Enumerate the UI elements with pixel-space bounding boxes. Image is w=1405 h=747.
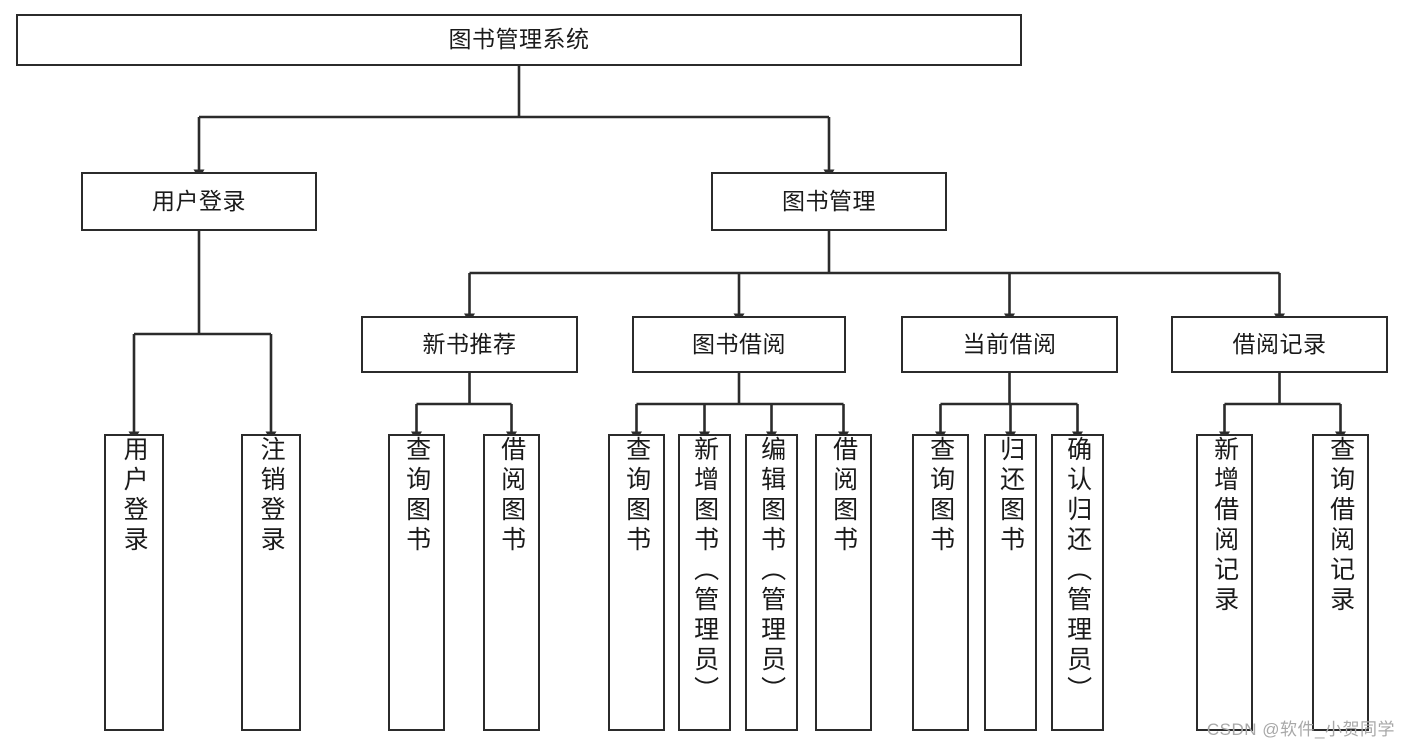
node-leaf-13[interactable]: 查询借阅记录 [1312, 434, 1369, 731]
node-leaf-12[interactable]: 新增借阅记录 [1196, 434, 1253, 731]
node-leaf-9[interactable]: 查询图书 [912, 434, 969, 731]
node-label: 注销登录 [257, 436, 286, 556]
node-leaf-3[interactable]: 查询图书 [388, 434, 445, 731]
node-label: 当前借阅 [962, 330, 1057, 357]
node-leaf-11[interactable]: 确认归还（管理员） [1051, 434, 1104, 731]
node-label: 借阅图书 [497, 436, 526, 556]
watermark-text: CSDN @软件_小贺同学 [1206, 720, 1395, 739]
node-label: 用户登录 [152, 187, 246, 214]
node-label: 编辑图书（管理员） [757, 436, 786, 706]
node-leaf-5[interactable]: 查询图书 [608, 434, 665, 731]
node-root-system[interactable]: 图书管理系统 [16, 14, 1022, 66]
node-leaf-1[interactable]: 用户登录 [104, 434, 164, 731]
node-label: 查询图书 [402, 436, 431, 556]
node-level2-2[interactable]: 图书管理 [711, 172, 947, 231]
node-label: 新增图书（管理员） [690, 436, 719, 706]
node-label: 归还图书 [996, 436, 1025, 556]
node-level2-1[interactable]: 用户登录 [81, 172, 317, 231]
node-label: 借阅记录 [1232, 330, 1327, 357]
node-label: 查询借阅记录 [1326, 436, 1355, 616]
node-leaf-8[interactable]: 借阅图书 [815, 434, 872, 731]
node-label: 确认归还（管理员） [1063, 436, 1092, 706]
node-label: 用户登录 [120, 436, 149, 556]
node-label: 查询图书 [926, 436, 955, 556]
node-label: 图书管理 [782, 187, 876, 214]
node-leaf-4[interactable]: 借阅图书 [483, 434, 540, 731]
node-leaf-6[interactable]: 新增图书（管理员） [678, 434, 731, 731]
node-label: 新增借阅记录 [1210, 436, 1239, 616]
node-leaf-2[interactable]: 注销登录 [241, 434, 301, 731]
node-level3-4[interactable]: 借阅记录 [1171, 316, 1388, 373]
node-label: 借阅图书 [829, 436, 858, 556]
node-level3-3[interactable]: 当前借阅 [901, 316, 1118, 373]
node-level3-1[interactable]: 新书推荐 [361, 316, 578, 373]
node-label: 新书推荐 [422, 330, 517, 357]
node-leaf-10[interactable]: 归还图书 [984, 434, 1037, 731]
node-label: 查询图书 [622, 436, 651, 556]
node-level3-2[interactable]: 图书借阅 [632, 316, 846, 373]
node-leaf-7[interactable]: 编辑图书（管理员） [745, 434, 798, 731]
node-label: 图书借阅 [692, 330, 786, 357]
node-label: 图书管理系统 [448, 26, 590, 53]
